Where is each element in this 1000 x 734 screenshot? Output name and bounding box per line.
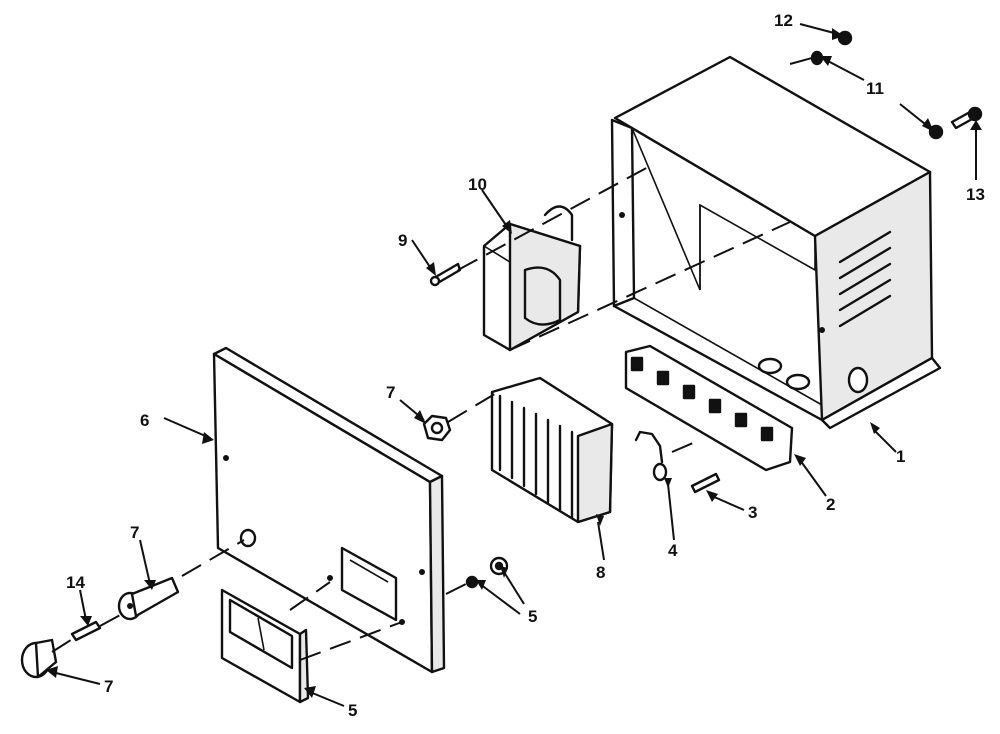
callout-3: 3	[748, 503, 757, 522]
callout-7-knob: 7	[104, 677, 113, 696]
callout-13: 13	[966, 185, 985, 204]
callout-7-nut: 7	[386, 383, 395, 402]
callout-14: 14	[66, 573, 85, 592]
callout-labels: 1 2 3 4 5 5 6 7 7 7 8 9 10 11 12 13 14	[66, 11, 985, 720]
callout-2: 2	[826, 495, 835, 514]
callout-1: 1	[896, 447, 905, 466]
potentiometer-shaft	[117, 576, 180, 621]
callout-7-shaft: 7	[130, 523, 139, 542]
callout-5-meter: 5	[348, 701, 357, 720]
terminal-strip	[624, 344, 794, 472]
diode	[634, 430, 668, 482]
callout-5-screws: 5	[528, 607, 537, 626]
front-panel	[212, 346, 446, 674]
roll-pin	[70, 620, 102, 642]
callout-4: 4	[668, 541, 678, 560]
enclosure-housing	[610, 55, 942, 430]
callout-6: 6	[140, 411, 149, 430]
callout-10: 10	[468, 175, 487, 194]
panel-meter	[220, 588, 310, 704]
control-knob	[20, 638, 58, 679]
callout-9: 9	[398, 231, 407, 250]
leader-lines	[46, 23, 982, 707]
heat-sink	[490, 376, 614, 524]
callout-11: 11	[866, 79, 884, 98]
callout-12: 12	[774, 11, 793, 30]
callout-8: 8	[596, 563, 605, 582]
assembly-lines	[51, 57, 813, 661]
transformer	[482, 205, 582, 352]
hex-nut	[422, 414, 452, 442]
